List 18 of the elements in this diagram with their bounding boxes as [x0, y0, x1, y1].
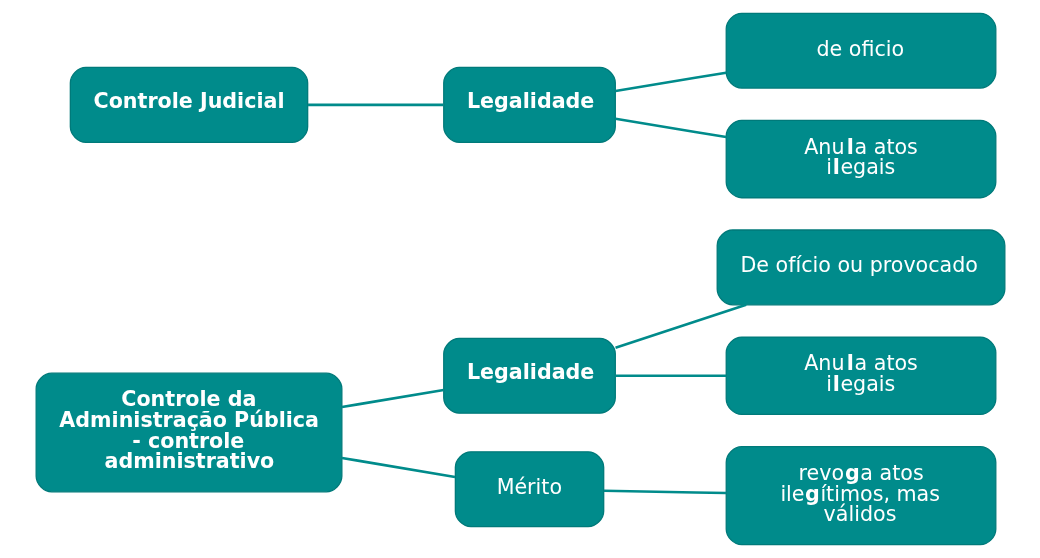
node-box: revoga atos ilegítimos, mas válidos	[725, 446, 996, 546]
connector	[341, 456, 455, 479]
node-box: Controle da Administração Pública - controle administrativo	[35, 372, 342, 493]
node-box: Anula atos ilegais	[725, 336, 996, 416]
connector	[614, 303, 747, 350]
node-box: Legalidade	[442, 66, 616, 143]
node-box: Legalidade	[442, 337, 616, 414]
connector	[341, 388, 444, 409]
connector	[615, 374, 726, 378]
node-box: Mérito	[454, 451, 604, 528]
node-box: de oficio	[725, 12, 996, 89]
connector	[307, 103, 443, 107]
node-box: Anula atos ilegais	[725, 119, 996, 199]
connector	[603, 489, 726, 495]
connector	[614, 71, 726, 93]
connector	[614, 117, 726, 139]
node-box: Controle Judicial	[69, 66, 308, 143]
node-box: De ofício ou provocado	[716, 229, 1005, 306]
